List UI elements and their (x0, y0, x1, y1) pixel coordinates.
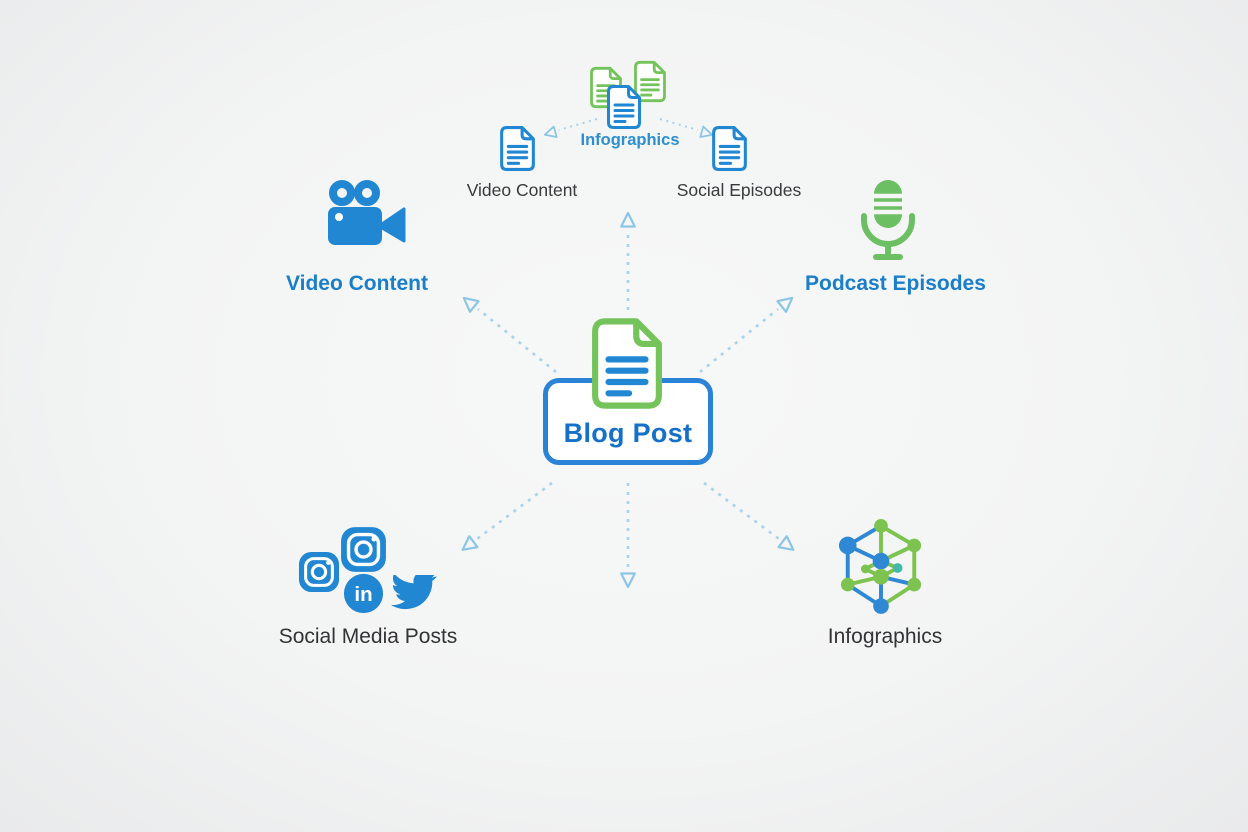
arrow-lower-right (703, 481, 795, 551)
twitter-icon (391, 575, 437, 610)
infographics-label: Infographics (827, 625, 943, 648)
arrow-up (620, 211, 636, 310)
video-content-label: Video Content (286, 272, 428, 295)
blog-post-label: Blog Post (563, 418, 693, 448)
podcast-episodes-label: Podcast Episodes (805, 272, 986, 295)
arrow-upper-left (462, 296, 557, 374)
cluster-child-video-doc-icon (500, 126, 535, 171)
cluster-child-social-label: Social Episodes (676, 180, 802, 200)
svg-text:in: in (354, 583, 372, 606)
cluster-child-social-doc-icon (712, 126, 747, 171)
stacked-doc-blue-icon (607, 85, 641, 129)
social-icons-cluster: in (295, 519, 445, 621)
instagram-icon-large (341, 527, 386, 572)
arrow-cluster-right (659, 118, 714, 138)
cluster-label: Infographics (580, 131, 680, 149)
cluster-child-video-label: Video Content (466, 180, 578, 200)
arrow-lower-left (461, 481, 553, 551)
arrow-cluster-left (543, 118, 598, 138)
social-media-posts-label: Social Media Posts (278, 625, 458, 648)
video-camera-icon (328, 180, 406, 245)
instagram-icon-small (298, 551, 340, 593)
microphone-icon (861, 180, 915, 260)
linkedin-icon: in (343, 573, 384, 614)
blog-post-doc-icon (592, 318, 662, 409)
network-icon (838, 519, 922, 614)
arrow-upper-right (699, 296, 794, 374)
arrow-down (620, 483, 636, 589)
